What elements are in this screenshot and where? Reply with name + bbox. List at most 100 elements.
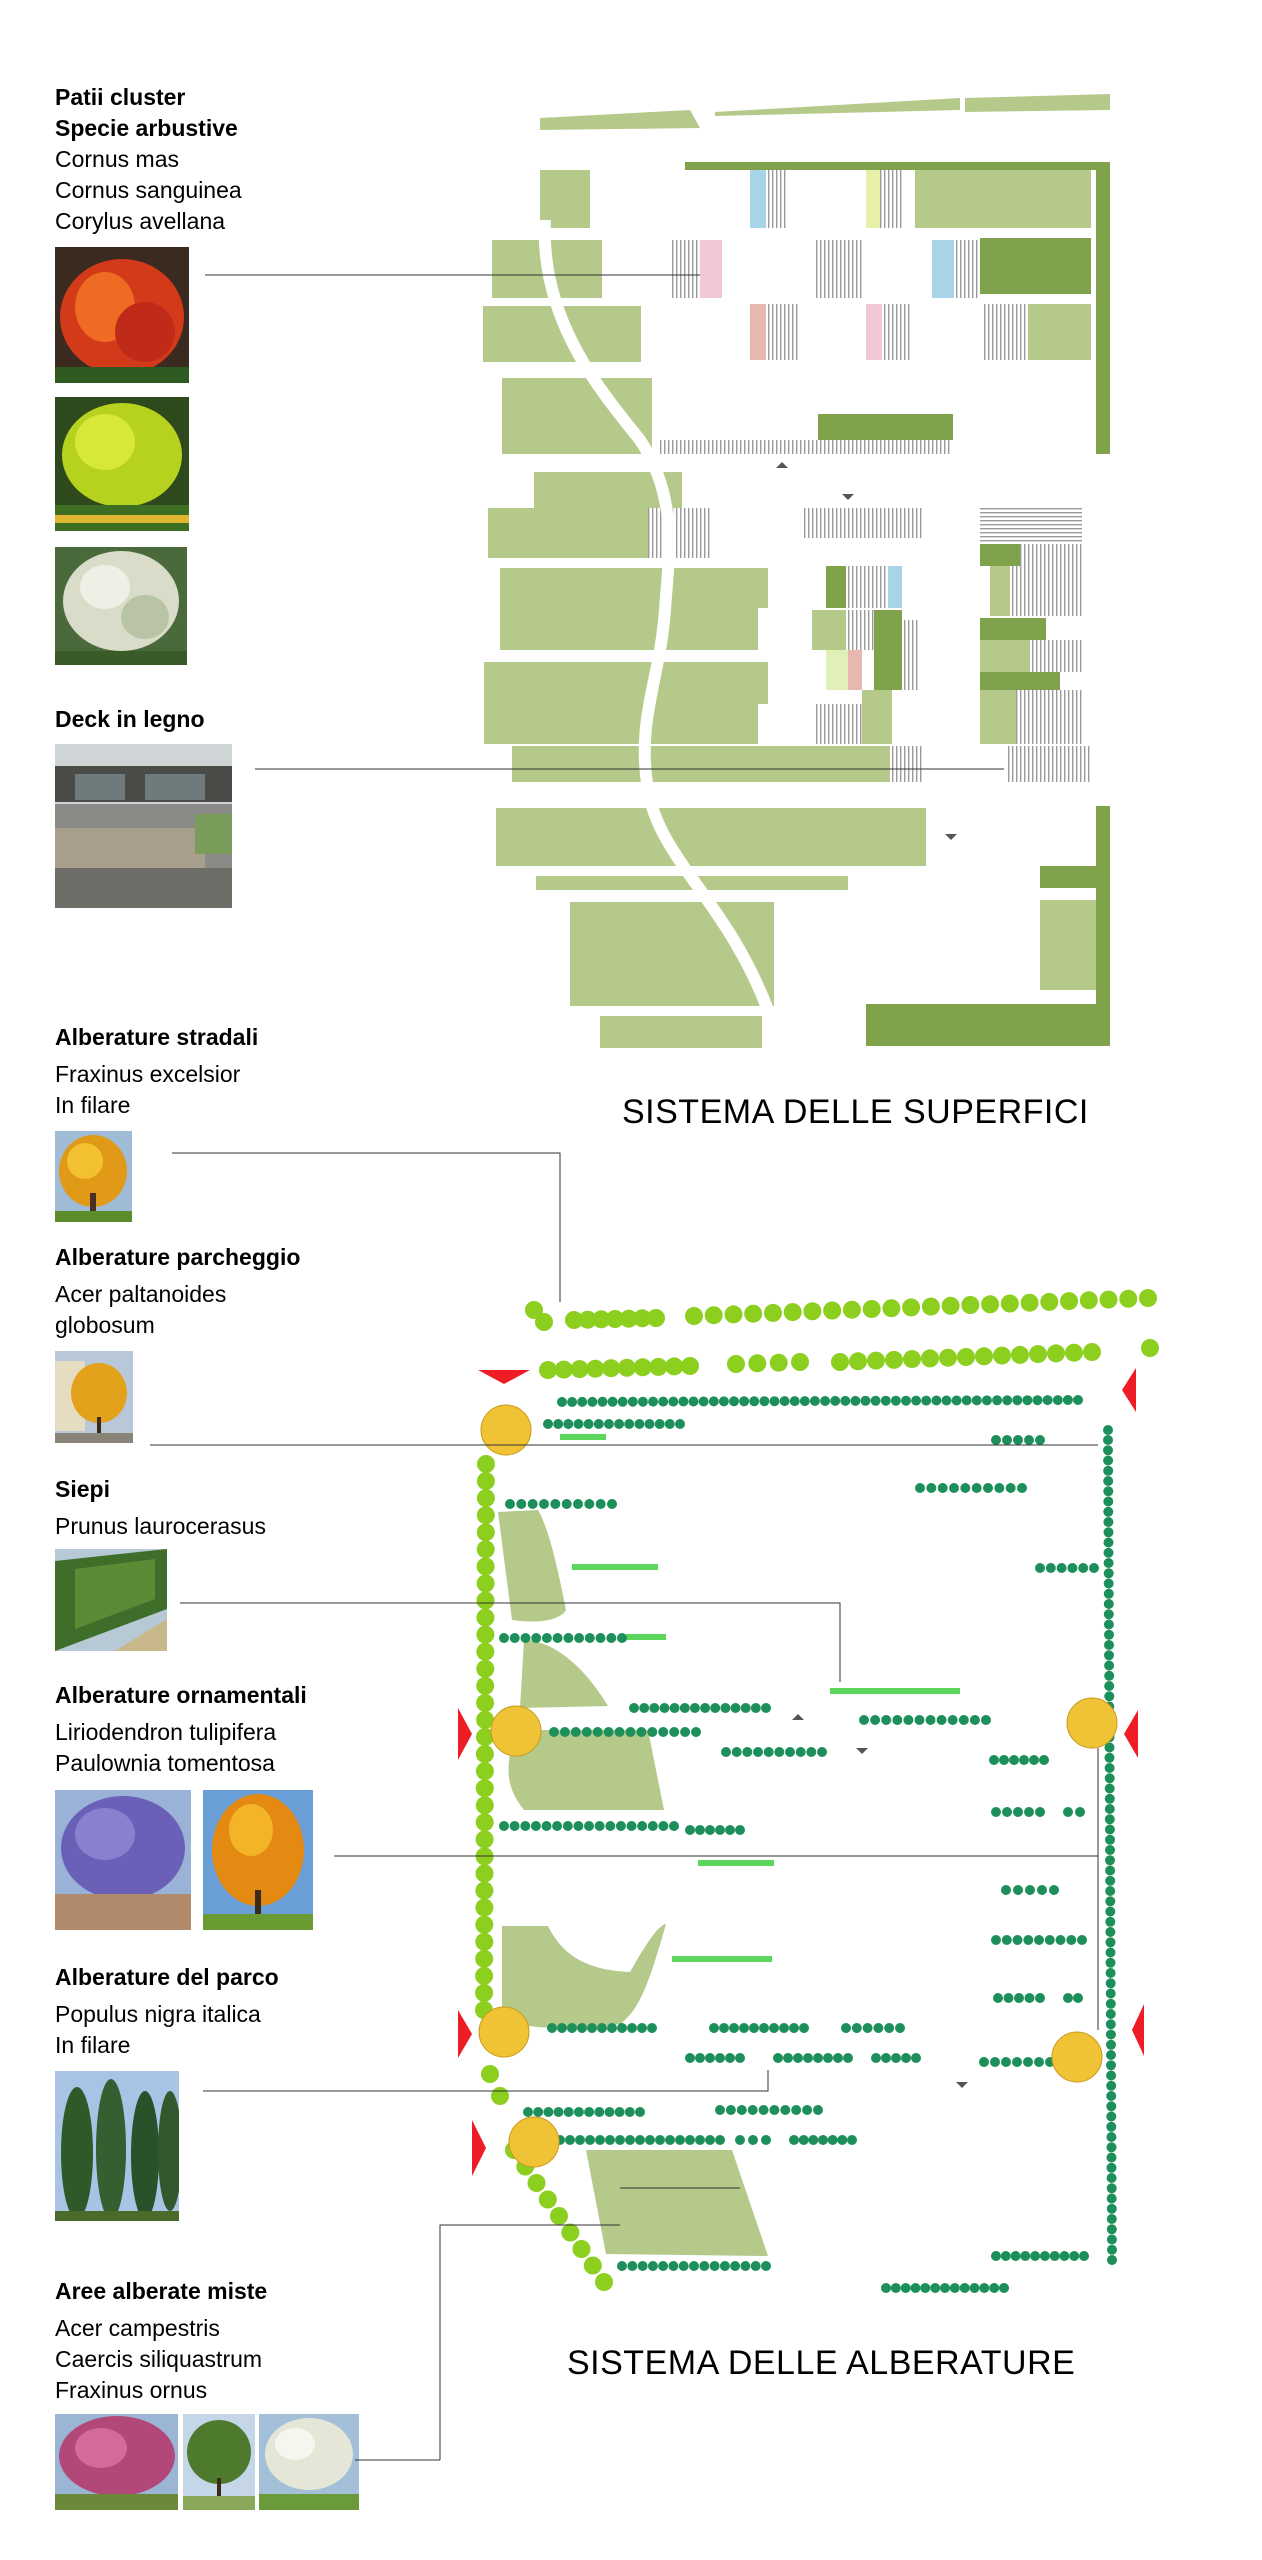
parking-tree [1039,2251,1050,2261]
parking-tree [573,1821,584,1831]
parking-tree [735,2053,745,2063]
street-tree [831,1353,849,1371]
street-tree [803,1302,822,1321]
parking-tree [1103,1455,1114,1466]
parking-tree [563,1419,574,1429]
parking-tree [629,1703,639,1713]
parking-tree [552,1633,563,1643]
street-tree [903,1350,921,1369]
parking-tree [773,2053,783,2063]
dark-green-area [980,544,1020,566]
park-tree [476,1625,495,1644]
parking-tree [789,2023,799,2033]
parking-tree [637,1821,648,1831]
parking-tree [647,2023,657,2033]
legend-ornamentali-title: Alberature ornamentali [55,1682,307,1708]
street-tree [606,1310,624,1328]
parking-tree [557,1397,567,1407]
street-tree [902,1298,921,1317]
parking-tree [1105,2019,1116,2030]
parking-tree [1073,1993,1083,2003]
street-tree [619,1309,638,1328]
parking-trees [499,1395,1117,2293]
lawn-area [500,568,768,608]
lawn-area [915,170,1091,228]
street-tree [602,1359,621,1378]
parking-tree [881,1715,892,1725]
hedge [560,1434,606,1440]
parking-tree [1034,2057,1044,2067]
parking-tree [708,1396,719,1407]
parking-tree [658,1727,669,1737]
lawn-area [715,98,960,116]
parking-tree [1106,2050,1116,2060]
parking-tree [991,1807,1001,1817]
parking-tree [1103,1599,1114,1609]
parking-tree [901,1395,911,1406]
parking-tree [705,2053,715,2063]
street-tree [1083,1343,1101,1361]
parking-tree [1105,1855,1115,1866]
parking-tree [658,2261,669,2271]
lawn-area [488,508,648,558]
parking-tree [989,1755,999,1765]
parking-tree [769,1396,780,1407]
street-tree [993,1346,1011,1365]
parking-tree [1104,1629,1114,1640]
parking-tree [1107,2255,1117,2265]
parking-tree [1106,2111,1117,2122]
dark-green-area [980,238,1091,294]
hedge [572,1564,658,1570]
parking-tree [685,1825,695,1835]
parking-tree [516,1499,527,1509]
street-tree [769,1353,788,1372]
parking-tree [1042,1395,1053,1406]
parking-tree [1105,1957,1116,1968]
parking-tree [837,2135,848,2145]
parking-tree [961,1395,972,1406]
species-label: Acer campestris [55,2315,220,2341]
street-tree [1099,1290,1118,1309]
parking-tree [860,1395,871,1406]
parking-tree [999,1755,1009,1765]
dark-green-strip [1096,440,1110,454]
parking-tree [806,1747,817,1757]
parking-tree [563,1633,574,1643]
parking-tree [705,2135,715,2145]
parking-tree [742,1747,753,1757]
park-tree [476,1693,495,1712]
street-tree [783,1303,802,1322]
ornamental-tree [508,2116,560,2168]
patio-color [866,170,880,228]
parking-tree [509,1633,520,1643]
park-tree [475,1949,494,1968]
park-tree [476,1728,494,1746]
parking-tree [803,2053,813,2063]
parking-tree [669,1727,680,1737]
parking-tree [951,1395,962,1406]
parking-tree [575,2135,585,2145]
parking-tree [520,1821,531,1831]
parking-tree [689,1703,700,1713]
parking-tree [720,1703,731,1713]
dark-green-strip [1096,806,1110,1046]
paving-hatch [814,704,862,744]
parking-tree [1103,1547,1114,1558]
parking-tree [1079,2251,1089,2261]
parking-tree [700,1703,711,1713]
parking-tree [1103,1435,1113,1445]
species-label: Fraxinus ornus [55,2377,208,2403]
parking-tree [820,1396,831,1406]
parking-tree [740,1703,751,1713]
parking-tree [615,1821,626,1831]
street-tree [592,1310,611,1329]
parking-tree [627,2261,638,2271]
parking-tree [695,2053,705,2063]
parking-tree [607,1499,617,1509]
parking-tree [813,2053,823,2063]
lawn-area [502,378,652,454]
parking-tree [1000,2251,1011,2261]
legend-ornamentali: Alberature ornamentali Liriodendron tuli… [55,1680,307,1779]
legend-miste: Aree alberate miste Acer campestris Caer… [55,2276,267,2406]
